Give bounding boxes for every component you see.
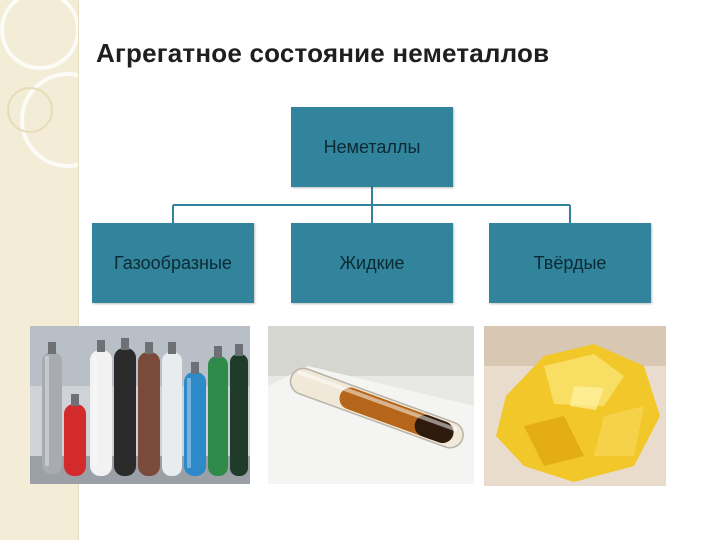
gas-cylinders-icon <box>30 326 250 484</box>
node-gaseous-label: Газообразные <box>114 252 232 273</box>
node-gaseous: Газообразные <box>92 223 254 303</box>
slide-title: Агрегатное состояние неметаллов <box>96 38 550 68</box>
node-solid: Твёрдые <box>489 223 651 303</box>
node-solid-label: Твёрдые <box>533 252 607 273</box>
node-root-label: Неметаллы <box>323 136 421 157</box>
test-tube-icon <box>268 326 474 484</box>
decorative-rings-icon <box>0 0 78 168</box>
solid-sulfur-photo <box>484 326 666 486</box>
node-root-nonmetals: Неметаллы <box>291 107 453 187</box>
sulfur-crystal-icon <box>484 326 666 486</box>
liquid-test-tube-photo <box>268 326 474 484</box>
node-liquid: Жидкие <box>291 223 453 303</box>
node-liquid-label: Жидкие <box>339 252 405 273</box>
gas-cylinders-photo <box>30 326 250 484</box>
